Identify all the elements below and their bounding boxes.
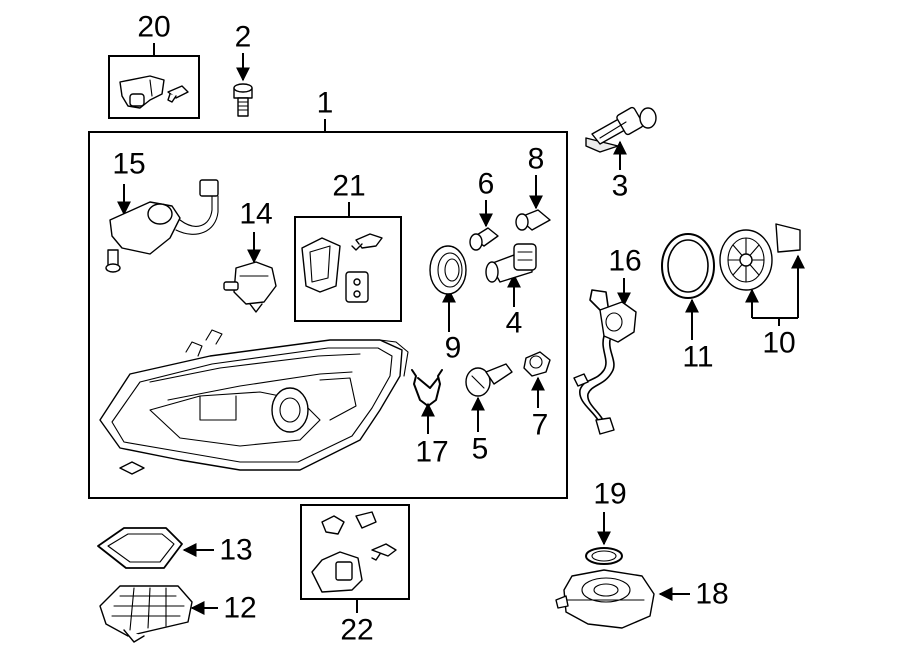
callout-19: 19 (593, 478, 626, 511)
part-20-sensor (119, 75, 189, 109)
part-8-bulb (515, 209, 551, 231)
part-7-bulb (523, 351, 551, 377)
part-17-clip (411, 369, 443, 407)
callout-6: 6 (478, 168, 495, 201)
part-12-bracket (99, 585, 193, 643)
part-19-ring (585, 547, 623, 565)
callout-7: 7 (532, 409, 549, 442)
kit-box-22 (300, 504, 410, 600)
leader-lines (117, 43, 805, 615)
callout-21: 21 (332, 170, 365, 203)
callout-4: 4 (506, 307, 523, 340)
callout-16: 16 (608, 245, 641, 278)
callout-11: 11 (682, 341, 713, 374)
part-9-grommet (429, 245, 467, 295)
callout-15: 15 (112, 148, 145, 181)
part-4-bulb (485, 243, 537, 283)
part-6-bulb (469, 227, 499, 251)
callout-14: 14 (239, 198, 272, 231)
callout-9: 9 (445, 332, 462, 365)
part-16-harness (573, 289, 637, 435)
callout-5: 5 (472, 433, 489, 466)
part-2-bolt (233, 83, 253, 117)
part-22-mount-kit (311, 511, 397, 593)
part-14-socket (223, 261, 277, 313)
callout-1: 1 (317, 87, 334, 120)
callout-18: 18 (695, 578, 728, 611)
callout-12: 12 (223, 592, 256, 625)
main-assembly-box (88, 131, 568, 499)
callout-20: 20 (137, 11, 170, 44)
headlamp-assembly (99, 329, 409, 475)
callout-3: 3 (612, 170, 629, 203)
part-5-bulb (465, 363, 513, 397)
part-11-seal (661, 233, 715, 299)
part-10-cover (719, 223, 801, 291)
part-13-gasket (97, 527, 183, 569)
part-18-cap (555, 569, 655, 629)
part-3-bulb (585, 106, 657, 153)
callout-22: 22 (340, 614, 373, 647)
callout-13: 13 (219, 534, 252, 567)
part-21-kit (301, 233, 383, 303)
callout-2: 2 (235, 21, 252, 54)
callout-17: 17 (415, 436, 448, 469)
part-15-leveling-motor (105, 179, 219, 273)
callout-8: 8 (528, 143, 545, 176)
callout-10: 10 (762, 327, 795, 360)
